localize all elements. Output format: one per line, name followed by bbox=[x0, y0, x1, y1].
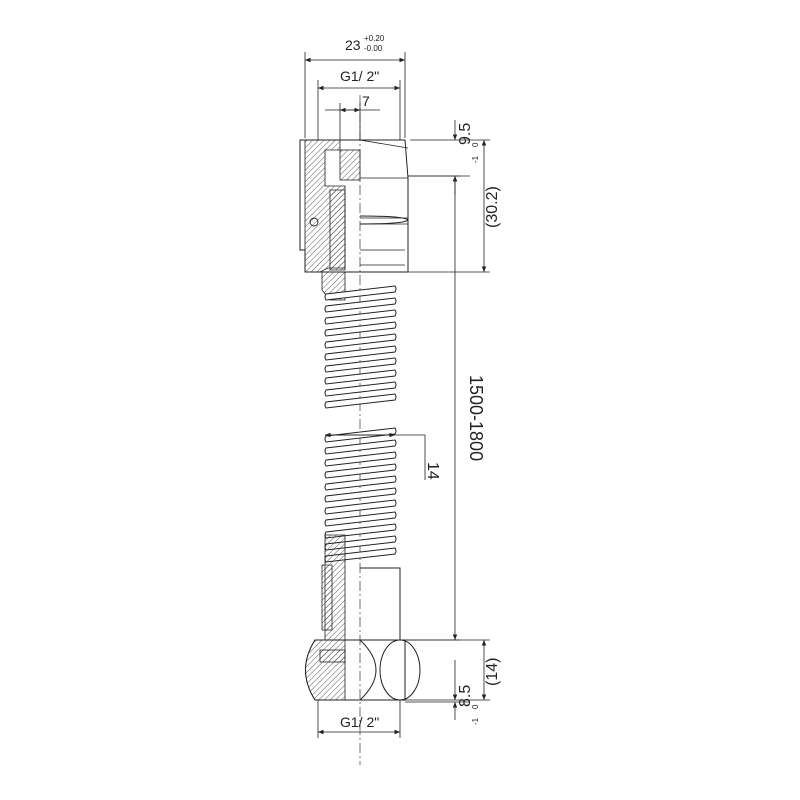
dim-overall-width: 23 +0.20 -0.00 bbox=[304, 34, 406, 138]
hose-coil bbox=[324, 381, 397, 397]
hose-coil bbox=[324, 511, 397, 527]
dim-bottom-length: (14) bbox=[405, 639, 501, 701]
bottom-length-value: (14) bbox=[484, 658, 501, 686]
thread-bottom-label: G1/ 2" bbox=[340, 714, 379, 730]
thread-top-label: G1/ 2" bbox=[340, 68, 379, 84]
hose-diameter-value: 14 bbox=[424, 462, 441, 480]
hose-length-value: 1500-1800 bbox=[466, 375, 486, 461]
dim-hose-length: 1500-1800 bbox=[405, 175, 486, 641]
hose-coil bbox=[324, 333, 397, 349]
hose-coil bbox=[324, 309, 397, 325]
dim-thread-top: G1/ 2" bbox=[317, 68, 401, 140]
hose-coil bbox=[324, 297, 397, 313]
hose-coil bbox=[324, 499, 397, 515]
dim-bottom-depth: 8.5 0 -1 bbox=[405, 660, 480, 725]
hose-coil bbox=[324, 321, 397, 337]
hose-coil bbox=[324, 357, 397, 373]
dim-top-length: (30.2) bbox=[408, 140, 501, 273]
bottom-depth-tol-lower: -1 bbox=[471, 717, 480, 725]
dim-top-depth: 9.5 0 -1 bbox=[408, 120, 490, 195]
dim-inner-offset: 7 bbox=[325, 93, 380, 140]
overall-width-tol-lower: -0.00 bbox=[364, 44, 383, 53]
hose-coil bbox=[324, 451, 397, 467]
dim-thread-bottom: G1/ 2" bbox=[317, 700, 401, 738]
hose-coil bbox=[324, 285, 397, 301]
top-nut bbox=[299, 139, 409, 301]
hose-coil bbox=[324, 369, 397, 385]
overall-width-value: 23 bbox=[345, 37, 361, 53]
hose-coil bbox=[324, 475, 397, 491]
top-length-value: (30.2) bbox=[484, 186, 501, 228]
bottom-nut bbox=[305, 534, 421, 701]
hose-coil bbox=[324, 487, 397, 503]
hose-upper bbox=[324, 285, 397, 409]
bottom-depth-value: 8.5 bbox=[457, 685, 474, 707]
bottom-depth-tol-upper: 0 bbox=[471, 704, 480, 709]
top-depth-tol-upper: 0 bbox=[471, 142, 480, 147]
hose-coil bbox=[324, 523, 397, 539]
top-depth-value: 9.5 bbox=[457, 123, 474, 145]
hose-coil bbox=[324, 345, 397, 361]
overall-width-tol-upper: +0.20 bbox=[364, 34, 385, 43]
hose-coil bbox=[324, 463, 397, 479]
dim-hose-diameter: 14 bbox=[325, 432, 441, 480]
top-depth-tol-lower: -1 bbox=[471, 155, 480, 163]
inner-offset-value: 7 bbox=[362, 93, 370, 109]
hose-coil bbox=[324, 393, 397, 409]
hose-coil bbox=[324, 439, 397, 455]
